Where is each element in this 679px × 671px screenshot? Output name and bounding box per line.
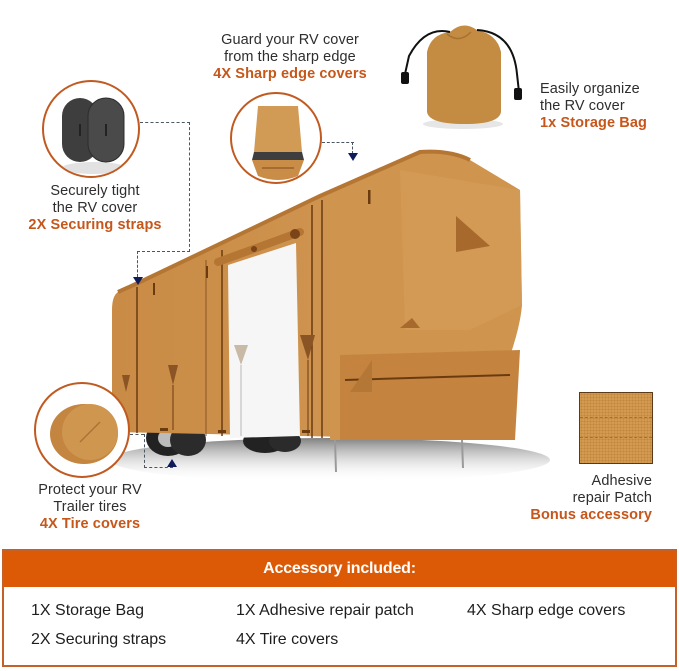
sharp-edge-line1: Guard your RV cover: [221, 32, 359, 48]
sharp-edge-arrow-icon: [348, 153, 358, 161]
straps-leader-h2: [137, 251, 190, 252]
straps-arrow-icon: [133, 277, 143, 285]
tire-cover-icon: [50, 404, 118, 464]
storage-bag-highlight: 1x Storage Bag: [540, 115, 647, 131]
straps-leader-h1: [140, 122, 190, 123]
storage-bag-line2: the RV cover: [540, 98, 625, 114]
tire-cover-highlight: 4X Tire covers: [39, 516, 141, 532]
patch-line-1: [580, 417, 652, 418]
repair-patch-line1: Adhesive: [591, 473, 652, 489]
sharp-edge-cover-icon: [252, 106, 304, 180]
storage-bag-image: [401, 25, 522, 129]
securing-straps-line2: the RV cover: [52, 200, 138, 216]
securing-straps-highlight: 2X Securing straps: [28, 217, 162, 233]
securing-straps-icon: [62, 97, 126, 174]
repair-patch-image: [579, 392, 653, 464]
sharp-edge-caption: Guard your RV cover from the sharp edge …: [180, 32, 400, 83]
sharp-edge-leader-v: [352, 142, 353, 154]
patch-line-2: [580, 437, 652, 438]
sharp-edge-leader-h: [322, 142, 354, 143]
accessory-header: Accessory included:: [4, 551, 675, 587]
accessory-item-sharp-edge: 4X Sharp edge covers: [467, 602, 626, 619]
tire-cover-line2: Trailer tires: [53, 499, 127, 515]
accessory-item-tire-covers: 4X Tire covers: [236, 631, 339, 648]
accessory-item-storage-bag: 1X Storage Bag: [31, 602, 144, 619]
rv-cover-illustration: [110, 149, 550, 482]
accessory-item-repair-patch: 1X Adhesive repair patch: [236, 602, 414, 619]
securing-straps-line1: Securely tight: [50, 183, 140, 199]
sharp-edge-cover-image: [230, 92, 322, 184]
sharp-edge-highlight: 4X Sharp edge covers: [213, 66, 367, 82]
accessory-item-straps: 2X Securing straps: [31, 631, 167, 648]
securing-straps-caption: Securely tight the RV cover 2X Securing …: [10, 183, 180, 234]
tire-cover-caption: Protect your RV Trailer tires 4X Tire co…: [5, 482, 175, 533]
storage-bag-caption: Easily organize the RV cover 1x Storage …: [540, 81, 679, 132]
straps-leader-v1: [189, 122, 190, 252]
storage-bag-line1: Easily organize: [540, 81, 640, 97]
tire-leader-v: [144, 434, 145, 468]
repair-patch-highlight: Bonus accessory: [530, 507, 652, 523]
accessory-included-box: Accessory included: 1X Storage Bag 1X Ad…: [2, 549, 677, 667]
repair-patch-caption: Adhesive repair Patch Bonus accessory: [490, 473, 652, 524]
sharp-edge-line2: from the sharp edge: [224, 49, 356, 65]
tire-cover-line1: Protect your RV: [38, 482, 142, 498]
tire-cover-image: [34, 382, 130, 478]
tire-leader-h2: [144, 467, 173, 468]
straps-leader-v2: [137, 251, 138, 277]
securing-straps-image: [42, 80, 140, 178]
tire-leader-h1: [130, 434, 144, 435]
repair-patch-line2: repair Patch: [572, 490, 652, 506]
tire-arrow-icon: [167, 459, 177, 467]
